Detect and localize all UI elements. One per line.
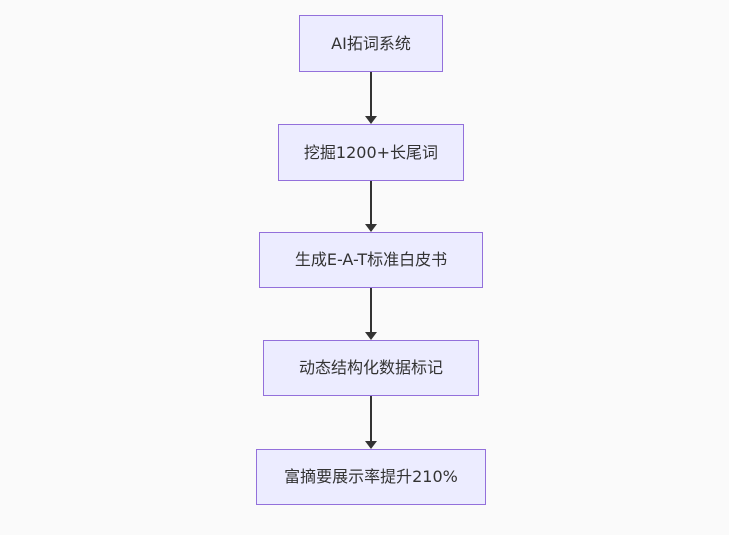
arrow-head-icon	[365, 224, 377, 232]
arrow-connector	[365, 181, 377, 232]
arrow-connector	[365, 288, 377, 340]
node-label: 动态结构化数据标记	[298, 358, 443, 378]
node-structured-data-markup: 动态结构化数据标记	[263, 340, 479, 396]
arrow-head-icon	[365, 116, 377, 124]
arrow-connector	[365, 72, 377, 124]
arrow-head-icon	[365, 441, 377, 449]
arrow-line	[370, 288, 372, 333]
node-ai-keyword-system: AI拓词系统	[299, 15, 443, 72]
node-longtail-mining: 挖掘1200+长尾词	[278, 124, 464, 181]
arrow-line	[370, 396, 372, 442]
node-rich-snippet-result: 富摘要展示率提升210%	[256, 449, 486, 505]
node-label: 挖掘1200+长尾词	[303, 142, 439, 162]
node-label: AI拓词系统	[331, 33, 411, 53]
arrow-connector	[365, 396, 377, 449]
arrow-line	[370, 72, 372, 117]
arrow-head-icon	[365, 332, 377, 340]
node-eat-whitepaper: 生成E-A-T标准白皮书	[259, 232, 483, 288]
node-label: 富摘要展示率提升210%	[284, 467, 458, 487]
arrow-line	[370, 181, 372, 225]
node-label: 生成E-A-T标准白皮书	[294, 250, 448, 270]
